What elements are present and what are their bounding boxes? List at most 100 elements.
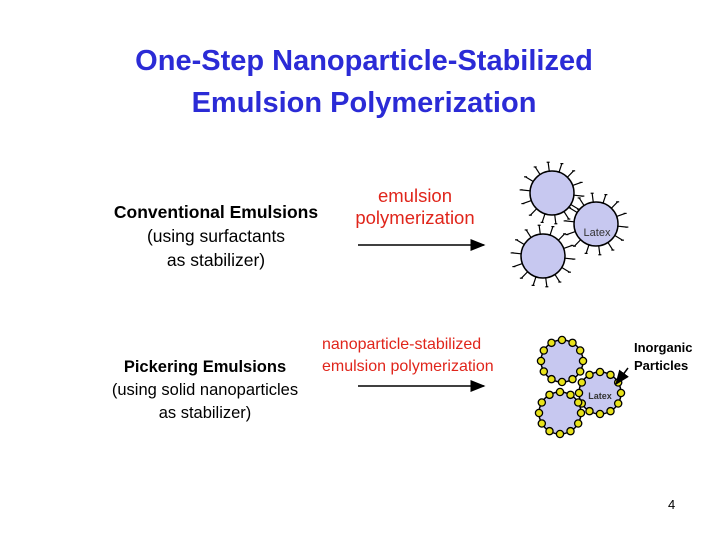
inorganic-nanoparticle	[555, 387, 565, 397]
conventional-emulsions-label: Conventional Emulsions (using surfactant…	[100, 200, 332, 272]
inorganic-nanoparticle	[616, 388, 626, 398]
conventional-emulsions-heading: Conventional Emulsions	[113, 202, 319, 222]
surfactant-tail	[525, 229, 532, 238]
latex-sphere	[573, 201, 619, 247]
surfactant-tail	[578, 197, 585, 206]
slide-title: One-Step Nanoparticle-Stabilized Emulsio…	[0, 40, 728, 124]
latex-label-pickering: Latex	[588, 391, 612, 401]
inorganic-nanoparticle	[557, 377, 567, 387]
pickering-latex-sphere	[574, 367, 626, 419]
inorganic-nanoparticle	[537, 419, 547, 428]
surfactant-tail	[614, 234, 623, 241]
emulsion-polymerization-label: emulsion polymerization	[340, 185, 490, 229]
inorganic-particles-callout: Inorganic Particles	[634, 339, 693, 375]
slide-title-line-1: One-Step Nanoparticle-Stabilized	[135, 45, 593, 77]
surfactant-tail	[570, 203, 579, 210]
pickering-emulsions-line-3: as stabilizer)	[158, 404, 252, 422]
surfactant-tail	[554, 214, 557, 224]
nanoparticle-polymerization-label-line-1: nanoparticle-stabilized	[322, 336, 482, 353]
surfactant-tail	[558, 163, 563, 173]
surfactant-tail	[566, 170, 575, 178]
surfactant-tail	[563, 211, 570, 220]
latex-label-conventional: Latex	[584, 227, 611, 239]
surfactant-tail	[573, 239, 582, 247]
latex-sphere	[540, 339, 584, 383]
surfactant-tail	[516, 239, 525, 246]
surfactant-tail	[591, 193, 594, 203]
surfactant-tail	[598, 245, 601, 255]
latex-sphere	[529, 170, 575, 216]
latex-sphere	[538, 391, 582, 435]
inorganic-nanoparticle	[606, 370, 615, 380]
inorganic-nanoparticle	[575, 367, 585, 376]
surfactant-tail	[529, 208, 538, 216]
surfactant-stabilized-latex-particles	[510, 161, 629, 288]
inorganic-nanoparticle	[577, 378, 587, 387]
surfactant-latex-sphere	[563, 192, 629, 256]
slide-title-line-2: Emulsion Polymerization	[191, 87, 537, 119]
inorganic-nanoparticle	[595, 367, 605, 377]
nanoparticle-polymerization-label: nanoparticle-stabilized emulsion polymer…	[322, 334, 532, 378]
inorganic-nanoparticle	[573, 419, 583, 428]
inorganic-nanoparticle	[585, 370, 594, 380]
inorganic-nanoparticle	[568, 374, 577, 384]
page-number: 4	[668, 497, 676, 512]
pickering-latex-sphere	[534, 387, 586, 439]
pickering-latex-sphere	[536, 335, 588, 387]
inorganic-nanoparticle	[534, 408, 544, 418]
surfactant-tail	[607, 242, 614, 251]
conventional-emulsions-line-2: (using surfactants	[146, 226, 286, 246]
inorganic-nanoparticle	[585, 406, 594, 416]
inorganic-nanoparticle	[613, 399, 623, 408]
surfactant-tail	[569, 207, 578, 214]
inorganic-nanoparticle	[547, 338, 556, 348]
conventional-emulsions-line-3: as stabilizer)	[166, 250, 266, 270]
surfactant-latex-sphere	[519, 161, 585, 225]
surfactant-tail	[538, 225, 541, 235]
inorganic-nanoparticle	[568, 338, 577, 348]
surfactant-tail	[602, 194, 607, 204]
inorganic-nanoparticle	[545, 390, 554, 400]
inorganic-nanoparticle	[566, 426, 575, 436]
inorganic-nanoparticle	[545, 426, 554, 436]
inorganic-nanoparticle	[539, 367, 549, 376]
inorganic-nanoparticle	[539, 346, 549, 355]
surfactant-tail	[547, 162, 550, 172]
surfactant-tail	[525, 176, 534, 183]
inorganic-nanoparticle	[557, 335, 567, 345]
surfactant-tail	[557, 233, 566, 241]
surfactant-tail	[520, 271, 529, 279]
inorganic-nanoparticle	[547, 374, 556, 384]
inorganic-nanoparticle	[536, 356, 546, 366]
inorganic-nanoparticle	[574, 388, 584, 398]
inorganic-nanoparticle	[566, 390, 575, 400]
surfactant-tail	[610, 201, 619, 209]
inorganic-particles-callout-line-1: Inorganic	[634, 340, 693, 355]
inorganic-nanoparticle	[576, 408, 586, 418]
inorganic-nanoparticle	[537, 398, 547, 407]
pickering-emulsions-line-2: (using solid nanoparticles	[111, 381, 299, 399]
inorganic-nanoparticle	[575, 346, 585, 355]
surfactant-tail	[549, 226, 554, 236]
inorganic-nanoparticle	[595, 409, 605, 419]
surfactant-latex-sphere	[510, 224, 576, 288]
surfactant-tail	[585, 244, 590, 254]
surfactant-tail	[532, 276, 537, 286]
inorganic-nanoparticle	[578, 356, 588, 366]
pickering-emulsions-heading: Pickering Emulsions	[123, 358, 287, 376]
surfactant-tail	[561, 266, 570, 273]
inorganic-particles-pointer-arrow	[615, 367, 629, 386]
pickering-stabilized-latex-particles	[534, 335, 626, 439]
surfactant-tail	[554, 274, 561, 283]
latex-sphere	[520, 233, 566, 279]
inorganic-nanoparticle	[606, 406, 615, 416]
inorganic-nanoparticle	[573, 398, 583, 407]
nanoparticle-polymerization-label-line-2: emulsion polymerization	[322, 358, 494, 375]
inorganic-nanoparticle	[555, 429, 565, 439]
surfactant-tail	[541, 213, 546, 223]
inorganic-particles-callout-line-2: Particles	[634, 358, 689, 373]
emulsion-polymerization-label-line-2: polymerization	[355, 207, 475, 228]
surfactant-tail	[545, 277, 548, 287]
surfactant-tail	[534, 166, 541, 175]
